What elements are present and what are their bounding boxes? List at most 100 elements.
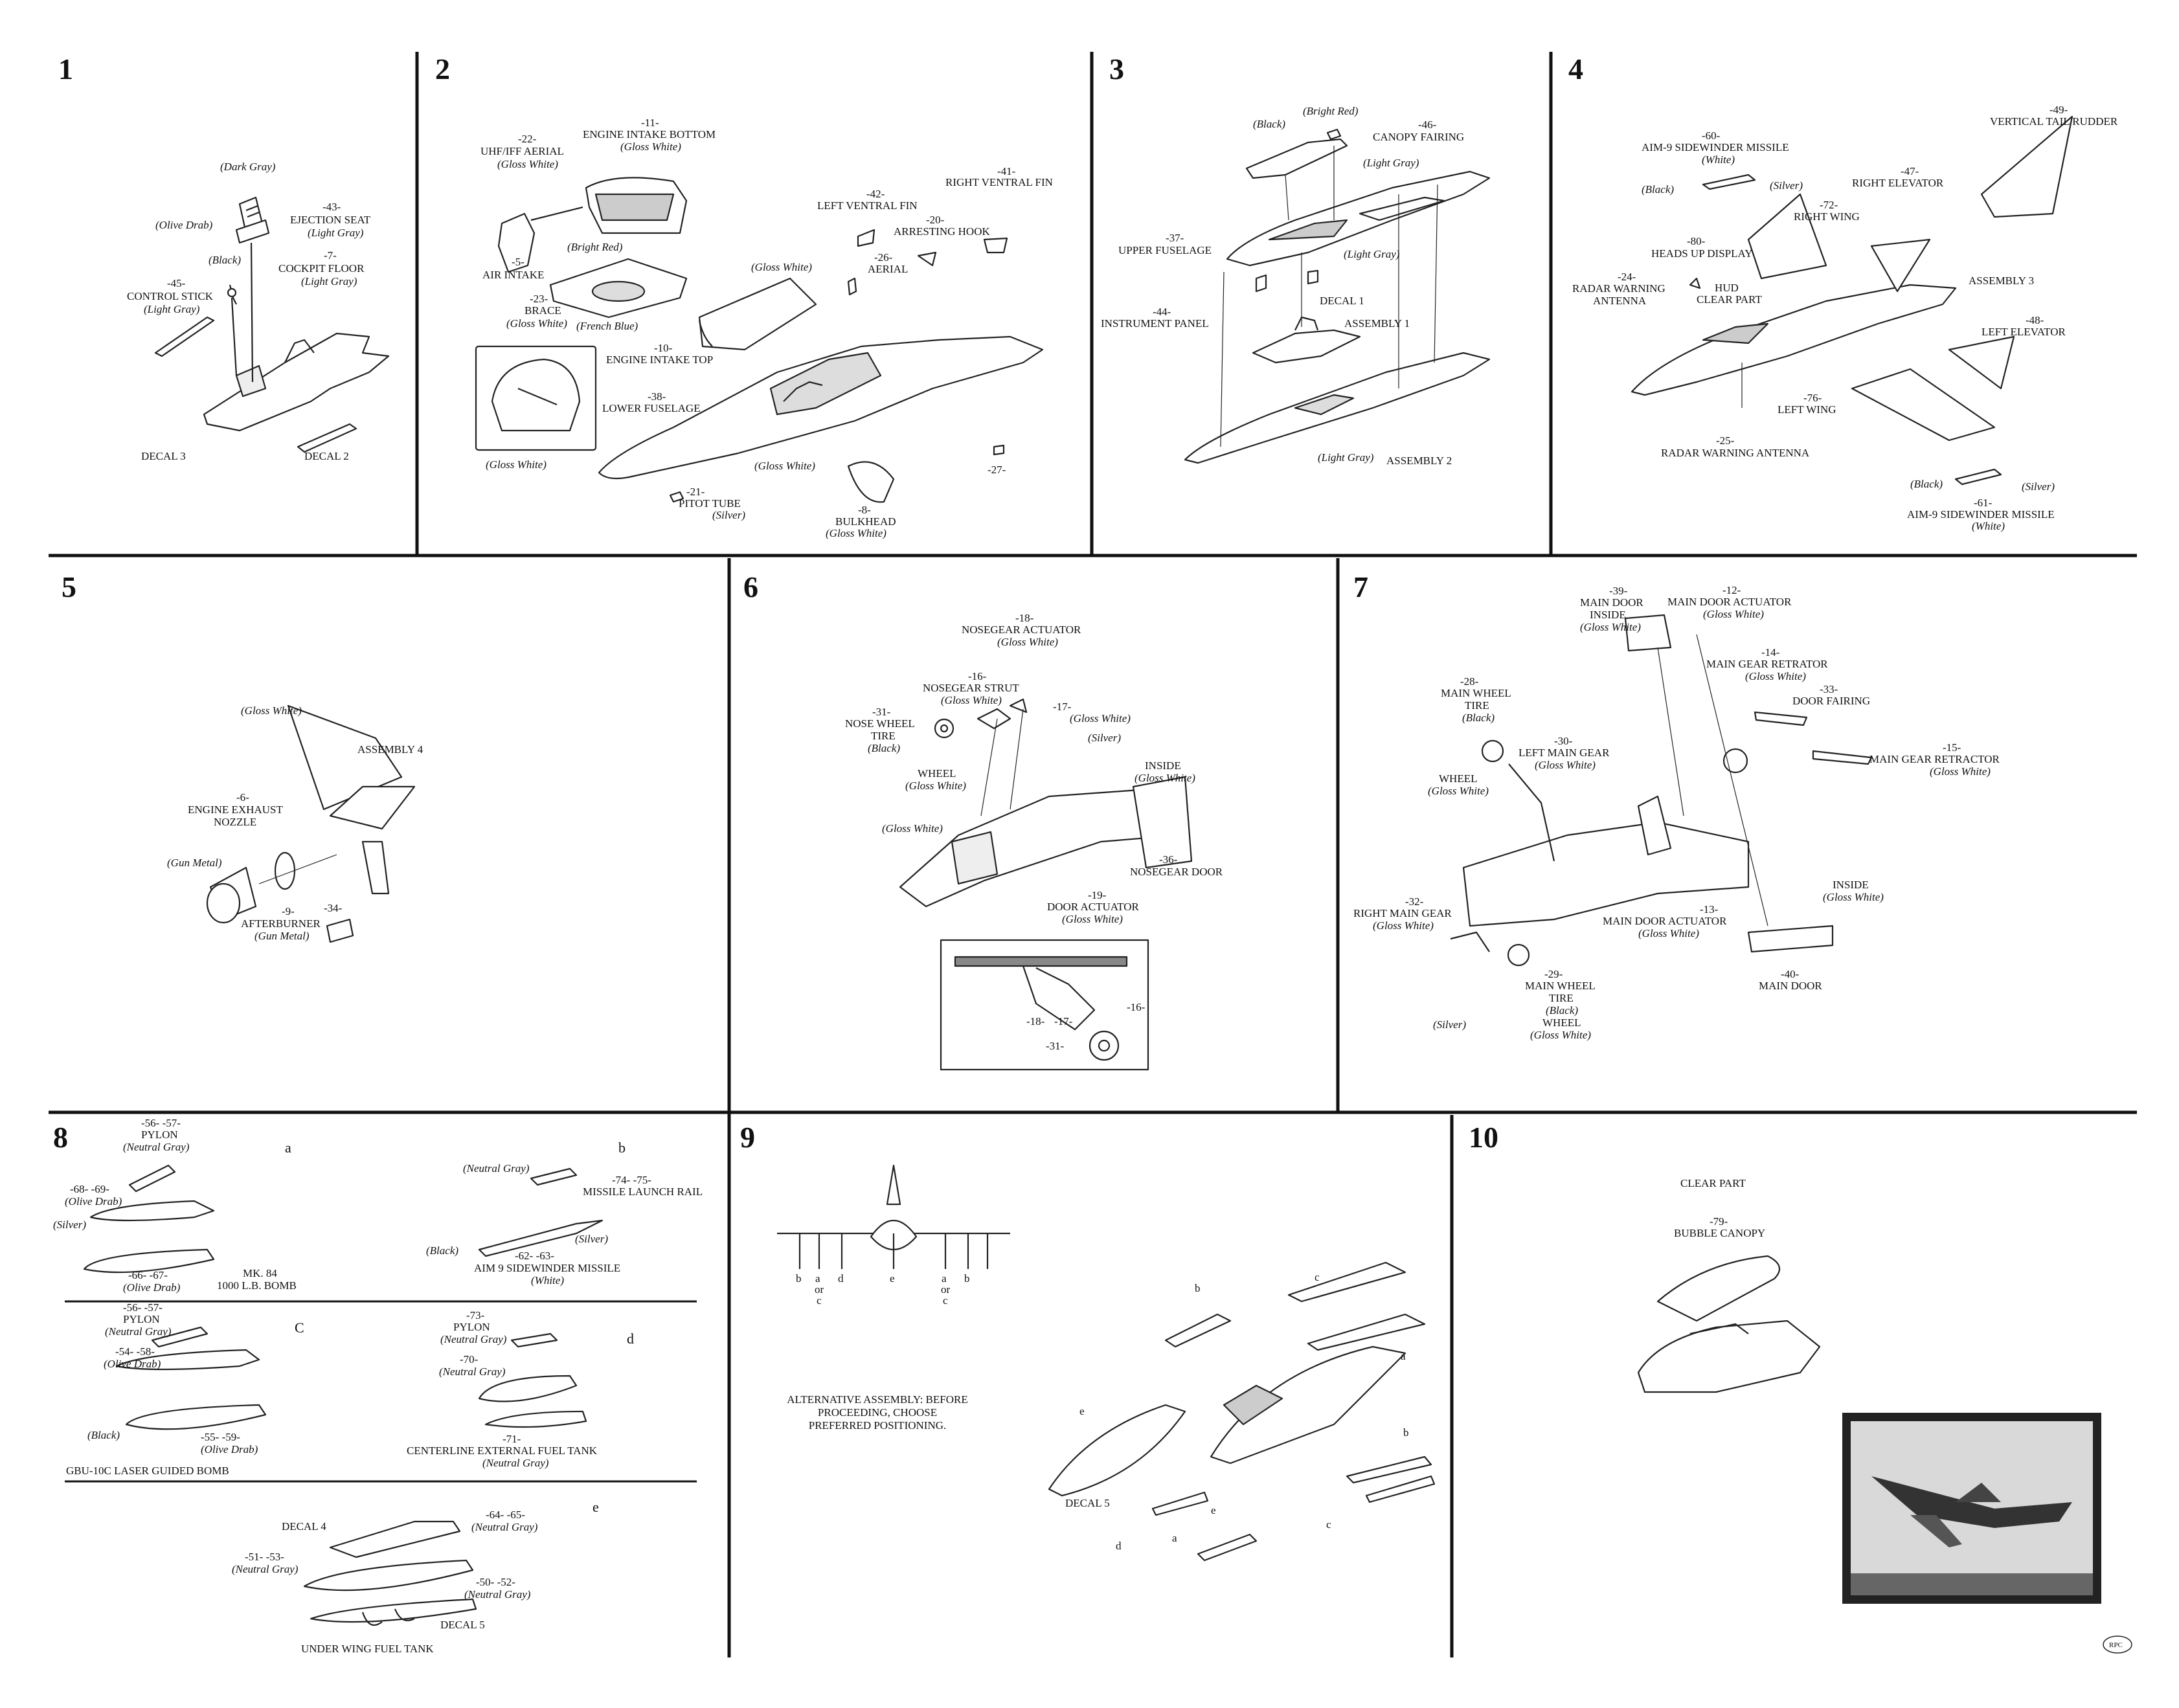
- s8-pyl-num: -56- -57-: [141, 1117, 181, 1129]
- canopy-intake-top: [698, 277, 817, 351]
- s6-gw-left: (Gloss White): [882, 822, 943, 835]
- s2-aerial-num: -26-: [874, 251, 893, 264]
- s1-stick: CONTROL STICK: [127, 290, 214, 302]
- s9-or-1: or: [815, 1283, 824, 1296]
- s1-dark-gray: (Dark Gray): [220, 161, 276, 173]
- s8-sub-a: a: [285, 1140, 291, 1156]
- s4-rwa-num: -24-: [1618, 271, 1636, 283]
- s9-pos-7: c: [943, 1294, 948, 1307]
- s4-rwa-b-num: -25-: [1716, 434, 1735, 447]
- s9-alt-line-1: ALTERNATIVE ASSEMBLY: BEFORE: [787, 1393, 968, 1406]
- s8-od-num: -68- -69-: [70, 1183, 109, 1195]
- s9-pos-1: b: [796, 1272, 802, 1285]
- s7-mwt2: TIRE: [1465, 699, 1489, 712]
- s9-decal5: DECAL 5: [1065, 1497, 1110, 1509]
- s6-da-color: (Gloss White): [1062, 913, 1123, 925]
- step2-lower-fuselage: [598, 277, 1044, 480]
- s4-aim: AIM-9 SIDEWINDER MISSILE: [1642, 141, 1789, 153]
- s7-lmg-num: -30-: [1554, 735, 1573, 747]
- s2-eit: ENGINE INTAKE TOP: [606, 354, 714, 366]
- s6-i16: -16-: [1127, 1001, 1146, 1013]
- s2-eib-num: -11-: [641, 117, 659, 129]
- s10-clear: CLEAR PART: [1680, 1177, 1746, 1189]
- s9-d-bottom: d: [1116, 1540, 1122, 1552]
- s5-gw: (Gloss White): [241, 704, 302, 717]
- step6-inset: [940, 939, 1149, 1071]
- s8-sub-c: C: [295, 1320, 304, 1336]
- s4-rwa2: ANTENNA: [1593, 295, 1647, 307]
- s7-rmg-color: (Gloss White): [1373, 919, 1434, 932]
- s8-od: (Olive Drab): [65, 1195, 122, 1208]
- s4-rw-num: -72-: [1820, 199, 1838, 211]
- s6-gw-17: (Gloss White): [1070, 712, 1131, 725]
- s2-air-num: -5-: [512, 256, 525, 268]
- s6-ns-color: (Gloss White): [941, 694, 1002, 706]
- left-main-wheel: [1481, 739, 1504, 763]
- s6-na: NOSEGEAR ACTUATOR: [962, 624, 1081, 636]
- s8-mk: MK. 84: [243, 1267, 277, 1279]
- s4-re: RIGHT ELEVATOR: [1852, 177, 1944, 189]
- s6-da: DOOR ACTUATOR: [1047, 901, 1139, 913]
- step-number-5: 5: [62, 570, 76, 603]
- s7-mda-num: -12-: [1722, 584, 1741, 596]
- s5-p34: -34-: [324, 902, 343, 914]
- s10-bc-num: -79-: [1710, 1215, 1728, 1228]
- s2-eib: ENGINE INTAKE BOTTOM: [583, 128, 716, 140]
- s8-bomb-num: -66- -67-: [128, 1269, 168, 1281]
- s8-gbu2-num: -55- -59-: [201, 1431, 240, 1443]
- s2-brace-num: -23-: [530, 293, 548, 305]
- bulkhead: [847, 461, 895, 503]
- s3-bright-red: (Bright Red): [1303, 105, 1359, 117]
- s7-mda2-num: -13-: [1700, 903, 1719, 916]
- s8-black-c: (Black): [87, 1429, 120, 1441]
- rpc-stamp: [2103, 1635, 2132, 1654]
- missile-a: [1307, 1313, 1426, 1351]
- s1-seat-color: (Light Gray): [308, 227, 364, 239]
- s8-black-b: (Black): [426, 1244, 459, 1257]
- underwing-tank: [303, 1559, 474, 1591]
- s2-gw-canopy: (Gloss White): [751, 261, 812, 273]
- s4-black: (Black): [1642, 183, 1675, 196]
- bubble-canopy: [1656, 1255, 1781, 1322]
- s2-hook-num: -20-: [926, 214, 945, 226]
- s6-i18: -18-: [1026, 1015, 1045, 1028]
- s8-pyld-color: (Neutral Gray): [440, 1333, 507, 1345]
- s4-aim-num: -60-: [1702, 129, 1721, 142]
- s7-inside: INSIDE: [1833, 879, 1869, 891]
- step3-assembly1: [1252, 316, 1361, 364]
- step2-fins: [847, 229, 1008, 503]
- s8-bomb-color: (Olive Drab): [123, 1281, 181, 1294]
- s4-silver: (Silver): [1770, 179, 1803, 192]
- s7-mdi: MAIN DOOR: [1580, 596, 1643, 609]
- s9-c-bottom: c: [1326, 1518, 1331, 1531]
- s1-black: (Black): [209, 254, 242, 266]
- s2-bulk: BULKHEAD: [835, 515, 896, 528]
- s5-gm: (Gun Metal): [167, 857, 222, 869]
- step3-canopy-fairing: [1245, 128, 1348, 179]
- s8-e-ng2: (Neutral Gray): [232, 1563, 299, 1575]
- s8-mk2: 1000 L.B. BOMB: [217, 1279, 297, 1292]
- bomb-c: [1287, 1261, 1406, 1303]
- step-number-1: 1: [58, 52, 73, 85]
- step6-nosegear: [899, 698, 1193, 908]
- s7-mwt-num: -28-: [1460, 675, 1479, 688]
- s4-re-num: -47-: [1901, 165, 1919, 177]
- s3-light-gray-2: (Light Gray): [1344, 248, 1400, 260]
- aim9-bottom: [1954, 468, 2002, 486]
- s4-aim-color: (White): [1702, 153, 1735, 166]
- s5-ab: AFTERBURNER: [241, 917, 321, 930]
- s6-nwt: NOSE WHEEL: [845, 717, 915, 730]
- s7-wheel-color: (Gloss White): [1428, 785, 1489, 797]
- s3-asm1: ASSEMBLY 1: [1344, 317, 1410, 330]
- s6-nwt2: TIRE: [871, 730, 896, 742]
- s9-a-right: a: [1401, 1350, 1406, 1362]
- afterburner: [274, 851, 296, 890]
- s6-na-num: -18-: [1015, 612, 1034, 624]
- s8-mlr-num: -74- -75-: [612, 1174, 651, 1186]
- s8-e-num3: -50- -52-: [476, 1576, 515, 1588]
- s4-hud2: HUD: [1715, 282, 1739, 294]
- s2-rvf: RIGHT VENTRAL FIN: [945, 176, 1053, 188]
- s7-mwt-b2: TIRE: [1549, 992, 1574, 1004]
